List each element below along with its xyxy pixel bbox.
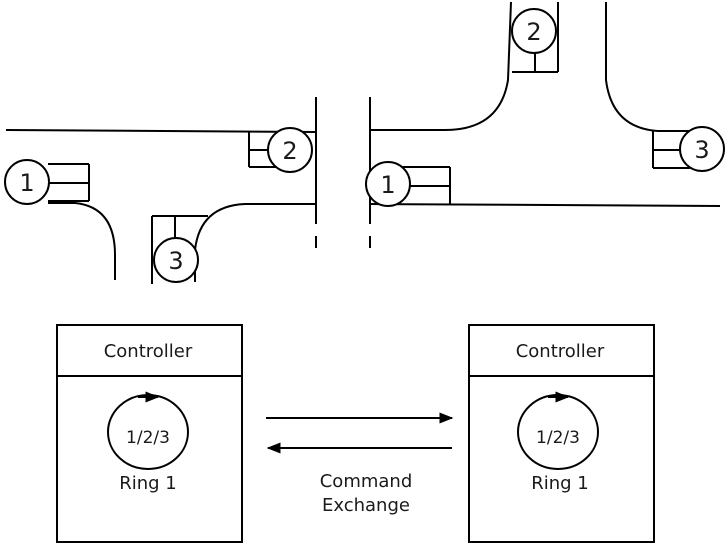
command-exchange-arrows bbox=[266, 412, 454, 454]
left-controller-box bbox=[56, 324, 243, 543]
right-ring-phases: 1/2/3 bbox=[536, 428, 580, 448]
left-road-top-edge bbox=[5, 129, 317, 133]
left-road-curve-west bbox=[48, 202, 116, 280]
right-signal-2-head bbox=[511, 8, 557, 54]
right-signal-1-label: 1 bbox=[380, 171, 395, 199]
left-signal-3-head bbox=[153, 237, 199, 283]
exchange-label-line2: Exchange bbox=[322, 495, 410, 516]
right-controller bbox=[468, 324, 655, 543]
right-signal-3-label: 3 bbox=[694, 136, 709, 164]
right-signal-2-label: 2 bbox=[526, 18, 541, 46]
exchange-label-line1: Command bbox=[320, 471, 413, 492]
left-ring-phases: 1/2/3 bbox=[126, 428, 170, 448]
left-road-curve-east bbox=[194, 203, 315, 282]
left-signal-3-stopbar bbox=[152, 215, 208, 240]
right-road-bottom-edge bbox=[369, 203, 721, 207]
left-controller-title: Controller bbox=[104, 341, 193, 362]
left-signal-2-head bbox=[267, 127, 313, 173]
right-controller-box bbox=[468, 324, 655, 543]
left-controller bbox=[56, 324, 243, 543]
left-signal-1-label: 1 bbox=[19, 169, 34, 197]
left-intersection bbox=[4, 97, 317, 284]
right-road-curve-northeast bbox=[605, 2, 700, 132]
right-signal-3-head bbox=[679, 126, 725, 172]
left-signal-3-label: 3 bbox=[168, 247, 183, 275]
left-signal-1-head bbox=[4, 159, 50, 205]
left-signal-1-stopbar bbox=[48, 163, 90, 202]
left-signal-2-label: 2 bbox=[282, 137, 297, 165]
right-signal-3-stopbar bbox=[652, 131, 690, 169]
right-road-curve-north bbox=[370, 1, 512, 131]
right-controller-title: Controller bbox=[516, 341, 605, 362]
left-ring-label: Ring 1 bbox=[119, 473, 177, 494]
right-ring-label: Ring 1 bbox=[531, 473, 589, 494]
right-intersection bbox=[365, 1, 725, 258]
right-signal-1-head bbox=[365, 161, 411, 207]
